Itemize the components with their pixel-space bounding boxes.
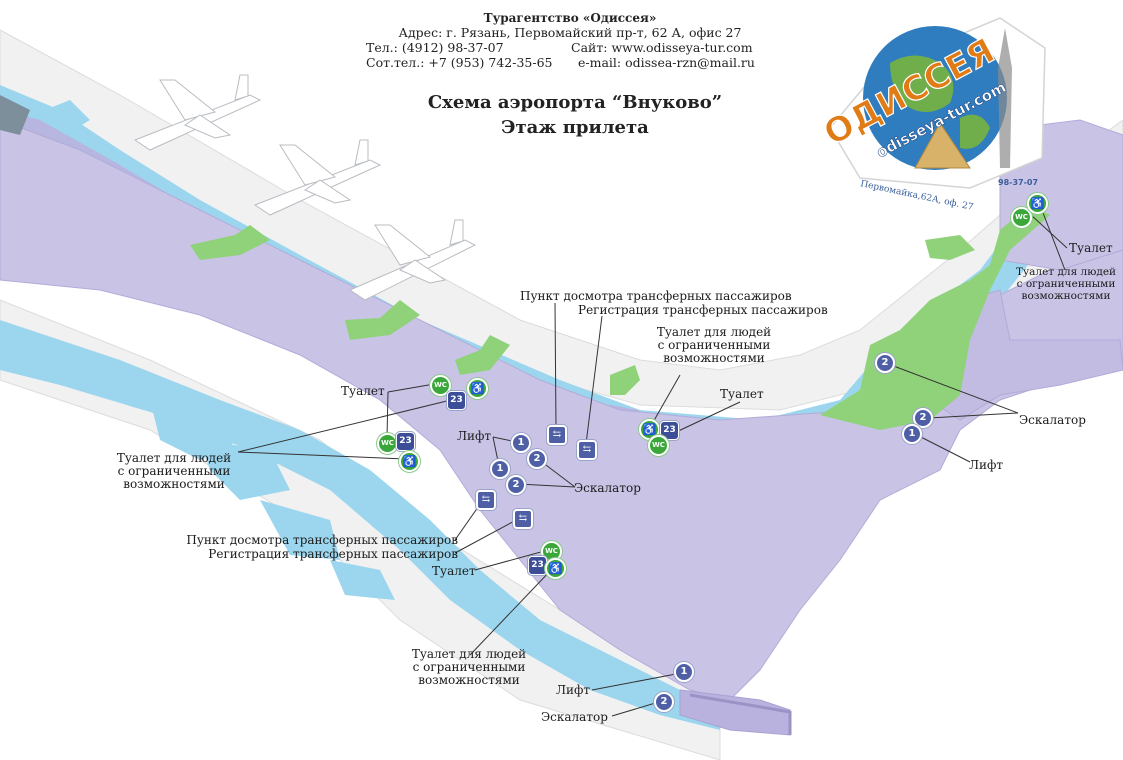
left-pier-top	[45, 100, 90, 135]
apron-pier-left3	[260, 500, 340, 560]
green-zone-6	[925, 235, 975, 260]
label-line: Туалет для людей	[116, 451, 232, 465]
label-toilet-disabled-left: Туалет для людей с ограниченными возможн…	[112, 452, 236, 491]
apron-pier-left4	[330, 560, 395, 600]
label-line: возможностями	[123, 477, 225, 491]
label-toilet-disabled-top: Туалет для людей с ограниченными возможн…	[652, 326, 776, 365]
agency-site[interactable]: Сайт: www.odisseya-tur.com	[571, 40, 753, 55]
lift-icon: 1	[511, 433, 531, 453]
lift-icon: 1	[490, 459, 510, 479]
label-line: с ограниченными	[1016, 278, 1116, 290]
gate-23-icon: 23	[660, 421, 679, 440]
airplane-3	[348, 219, 477, 301]
label-toilet-top: Туалет	[720, 387, 764, 401]
wc-icon: WC	[377, 433, 398, 454]
apron-upper	[0, 85, 1040, 440]
label-toilet-disabled-lower: Туалет для людей с ограниченными возможн…	[407, 648, 531, 687]
label-line: возможностями	[418, 673, 520, 687]
label-toilet-disabled-right: Туалет для людей с ограниченными возможн…	[1012, 266, 1120, 302]
wc-icon: WC	[1011, 207, 1032, 228]
label-transfer-reg-top: Регистрация трансферных пассажиров	[578, 303, 828, 317]
gate-23-icon: 23	[447, 391, 466, 410]
wheelchair-icon: ♿	[1027, 193, 1048, 214]
left-structure	[0, 95, 30, 135]
lift-icon: 1	[674, 662, 694, 682]
green-zone-3	[455, 335, 510, 375]
label-escalator-right: Эскалатор	[1019, 413, 1086, 427]
wheelchair-icon: ♿	[639, 419, 660, 440]
label-transfer-check-left: Пункт досмотра трансферных пассажиров	[186, 533, 458, 547]
label-escalator-bottom: Эскалатор	[541, 710, 608, 724]
agency-phone: Тел.: (4912) 98-37-07	[366, 40, 504, 55]
wheelchair-icon: ♿	[399, 451, 420, 472]
label-transfer-reg-left: Регистрация трансферных пассажиров	[208, 547, 458, 561]
label-lift-center: Лифт	[457, 429, 492, 443]
agency-name: Турагентство «Одиссея»	[483, 11, 657, 25]
wheelchair-icon: ♿	[545, 558, 566, 579]
escalator-icon: 2	[527, 449, 547, 469]
escalator-icon: 2	[913, 408, 933, 428]
agency-mobile: Сот.тел.: +7 (953) 742-35-65	[366, 55, 553, 70]
transfer-check-icon: ⇆	[547, 425, 567, 445]
agency-email[interactable]: e-mail: odissea-rzn@mail.ru	[578, 55, 755, 70]
terminal-main	[0, 119, 1123, 701]
escalator-icon: 2	[875, 353, 895, 373]
wc-icon: WC	[430, 375, 451, 396]
airplane-1	[133, 74, 262, 151]
terminal-east-wing	[929, 289, 1123, 421]
label-line: возможностями	[663, 351, 765, 365]
label-line: Туалет для людей	[656, 325, 772, 339]
airplane-2	[253, 139, 382, 216]
transfer-check-icon: ⇆	[476, 490, 496, 510]
green-zone-4	[610, 365, 640, 395]
escalator-icon: 2	[654, 692, 674, 712]
map-subtitle: Этаж прилета	[501, 117, 649, 138]
apron-pier-left2	[200, 440, 290, 500]
terminal-west-wing	[0, 110, 640, 420]
green-zone-1	[190, 225, 270, 260]
lift-icon: 1	[902, 424, 922, 444]
agency-address: Адрес: г. Рязань, Первомайский пр-т, 62 …	[398, 25, 742, 40]
label-line: возможностями	[1021, 290, 1111, 302]
label-lift-right: Лифт	[969, 458, 1004, 472]
label-toilet-left: Туалет	[341, 384, 385, 398]
label-line: с ограниченными	[412, 660, 526, 674]
terminal-shadow-edge	[689, 693, 792, 735]
label-escalator-center: Эскалатор	[574, 481, 641, 495]
wc-icon: WC	[648, 435, 669, 456]
map-title: Схема аэропорта “Внуково”	[427, 92, 723, 113]
label-toilet-lower: Туалет	[432, 564, 476, 578]
green-zone-5	[820, 205, 1050, 430]
label-toilet-right: Туалет	[1069, 241, 1113, 255]
label-line: с ограниченными	[117, 464, 231, 478]
gate-23-icon: 23	[396, 432, 415, 451]
label-line: с ограниченными	[657, 338, 771, 352]
label-lift-bottom: Лифт	[556, 683, 591, 697]
transfer-registration-icon: ⇆	[513, 509, 533, 529]
label-transfer-check-top: Пункт досмотра трансферных пассажиров	[520, 289, 792, 303]
label-line: Туалет для людей	[411, 647, 527, 661]
agency-logo: ОДИССЕЯ odisseya-tur.com Первомайка,62А,…	[817, 17, 1046, 213]
leader-lines	[237, 204, 1068, 717]
logo-phone: 98-37-07	[998, 178, 1038, 187]
green-zone-2	[345, 300, 420, 340]
gate-23-icon: 23	[528, 556, 547, 575]
label-line: Туалет для людей	[1015, 266, 1117, 278]
escalator-icon: 2	[506, 475, 526, 495]
transfer-registration-icon: ⇆	[577, 440, 597, 460]
wheelchair-icon: ♿	[467, 378, 488, 399]
